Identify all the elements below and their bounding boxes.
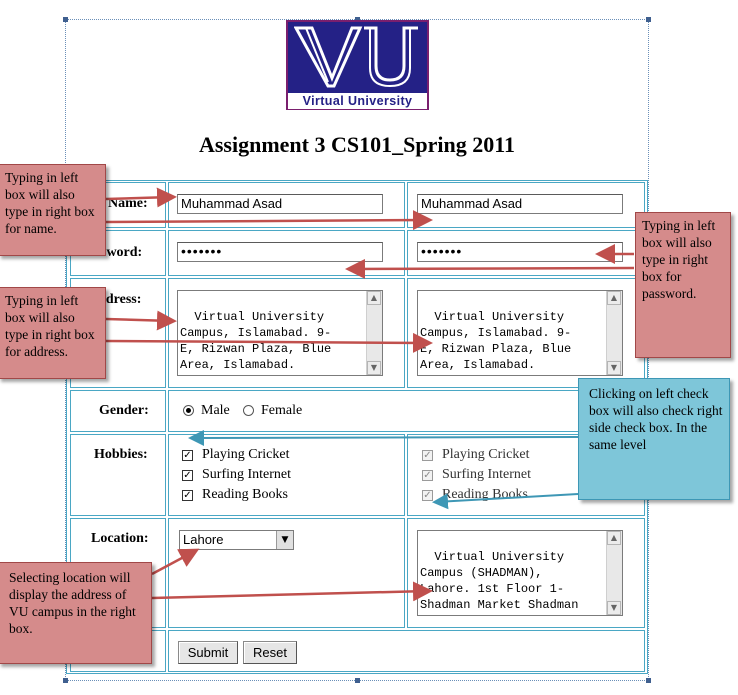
scrollbar[interactable]: ▲▼ [606, 291, 622, 375]
password-left-cell [168, 230, 405, 276]
scrollbar[interactable]: ▲▼ [606, 531, 622, 615]
gender-female-label: Female [261, 403, 303, 418]
address-right-text: Virtual University Campus, Islamabad. 9-… [420, 310, 572, 372]
scrollbar[interactable]: ▲▼ [366, 291, 382, 375]
scroll-down-icon[interactable]: ▼ [607, 361, 621, 375]
hobby-internet-label: Surfing Internet [202, 467, 292, 482]
vu-logo-mark [294, 26, 418, 88]
resize-handle[interactable] [355, 17, 360, 22]
hobby-internet-checkbox[interactable]: ✓ [182, 470, 193, 481]
hobby-cricket-label-right: Playing Cricket [442, 447, 530, 462]
gender-label: Gender: [99, 403, 149, 418]
address-left-cell [168, 278, 405, 388]
reset-button[interactable]: Reset [243, 641, 297, 664]
location-address-textarea[interactable]: Virtual University Campus (SHADMAN), Lah… [417, 530, 623, 616]
scroll-up-icon[interactable]: ▲ [367, 291, 381, 305]
password-input-right[interactable]: ••••••• [417, 242, 623, 262]
logo-caption: Virtual University [288, 93, 427, 109]
gender-male-radio[interactable] [183, 405, 194, 416]
scroll-up-icon[interactable]: ▲ [607, 291, 621, 305]
name-label: Name: [108, 196, 148, 211]
password-input-left[interactable]: ••••••• [177, 242, 383, 262]
hobbies-label: Hobbies: [94, 447, 148, 462]
hobby-books-checkbox[interactable]: ✓ [182, 490, 193, 501]
hobby-cricket-checkbox[interactable]: ✓ [182, 450, 193, 461]
resize-handle[interactable] [355, 678, 360, 683]
hobby-books-label-right: Reading Books [442, 487, 528, 502]
scroll-down-icon[interactable]: ▼ [607, 601, 621, 615]
callout-address: Typing in left box will also type in rig… [0, 287, 106, 379]
callout-checkbox: Clicking on left check box will also che… [578, 378, 730, 500]
hobby-books-checkbox-right: ✓ [422, 490, 433, 501]
submit-button[interactable]: Submit [178, 641, 238, 664]
gender-female-radio[interactable] [243, 405, 254, 416]
hobbies-label-cell [70, 434, 166, 516]
resize-handle[interactable] [63, 678, 68, 683]
resize-handle[interactable] [63, 17, 68, 22]
resize-handle[interactable] [646, 17, 651, 22]
hobby-cricket-checkbox-right: ✓ [422, 450, 433, 461]
callout-password: Typing in left box will also type in rig… [635, 212, 731, 358]
location-address-text: Virtual University Campus (SHADMAN), Lah… [420, 550, 579, 612]
location-right-cell [407, 518, 645, 628]
scroll-down-icon[interactable]: ▼ [367, 361, 381, 375]
address-textarea-left[interactable]: Virtual University Campus, Islamabad. 9-… [177, 290, 383, 376]
address-textarea-right[interactable]: Virtual University Campus, Islamabad. 9-… [417, 290, 623, 376]
name-input-left[interactable]: Muhammad Asad [177, 194, 383, 214]
hobby-books-label: Reading Books [202, 487, 288, 502]
callout-location: Selecting location will display the addr… [0, 562, 152, 664]
gender-label-cell [70, 390, 166, 432]
gender-male-label: Male [201, 403, 230, 418]
hobbies-left-cell [168, 434, 405, 516]
gender-cell [168, 390, 645, 432]
address-left-text: Virtual University Campus, Islamabad. 9-… [180, 310, 332, 372]
chevron-down-icon[interactable]: ▼ [276, 531, 293, 549]
location-select[interactable]: Lahore ▼ [179, 530, 294, 550]
name-right-cell [407, 182, 645, 228]
hobby-cricket-label: Playing Cricket [202, 447, 290, 462]
vu-logo: Virtual University [286, 20, 429, 110]
scroll-up-icon[interactable]: ▲ [607, 531, 621, 545]
buttons-cell [168, 630, 645, 672]
name-input-right[interactable]: Muhammad Asad [417, 194, 623, 214]
callout-name: Typing in left box will also type in rig… [0, 164, 106, 256]
location-select-value: Lahore [183, 532, 224, 547]
hobby-internet-label-right: Surfing Internet [442, 467, 532, 482]
page-title: Assignment 3 CS101_Spring 2011 [198, 132, 515, 157]
resize-handle[interactable] [646, 678, 651, 683]
location-label: Location: [91, 531, 149, 546]
hobby-internet-checkbox-right: ✓ [422, 470, 433, 481]
